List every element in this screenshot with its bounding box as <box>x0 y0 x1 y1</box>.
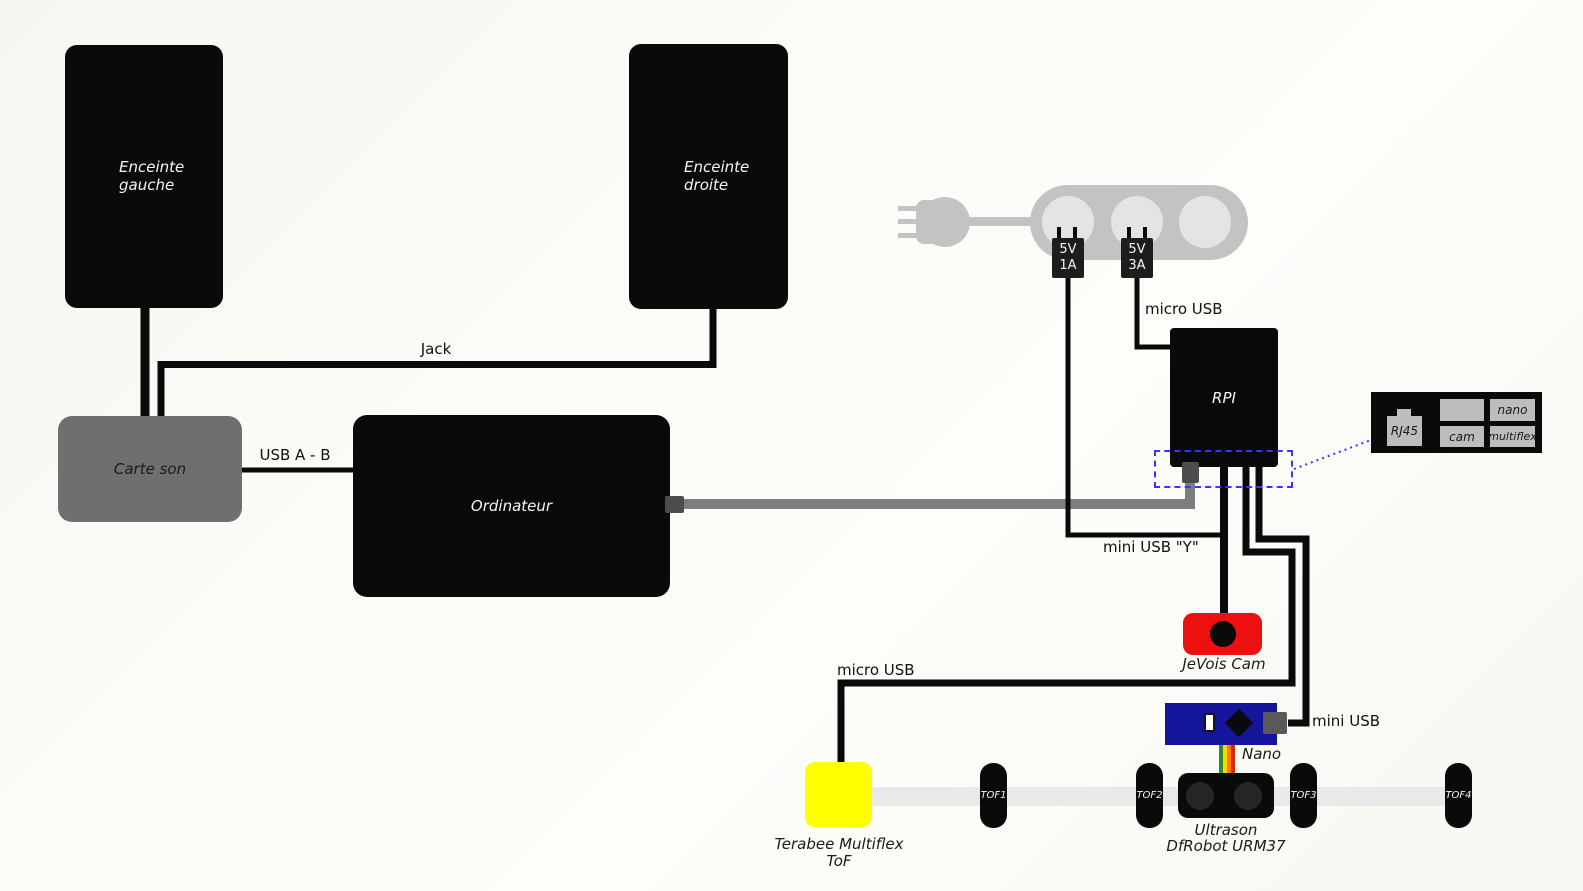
jevois-label: JeVois Cam <box>1182 655 1266 673</box>
wire-speaker-right-jack <box>157 307 717 420</box>
wire-computer-rpi-usb <box>684 480 1195 509</box>
plug-prong <box>898 219 924 224</box>
micro-usb-rpi-wire-label: micro USB <box>1145 300 1223 318</box>
legend-nano-label: nano <box>1497 403 1528 417</box>
wire-rpi-nano-mini-usb <box>1255 464 1310 727</box>
power-socket <box>1179 196 1231 248</box>
rj45-port-tab <box>1397 409 1411 417</box>
terabee-label-line1: Terabee Multiflex <box>774 835 904 853</box>
tof1-sensor: TOF1 <box>980 763 1007 828</box>
power-adapter-5v-3a: 5V 3A <box>1121 238 1153 278</box>
adapter-voltage: 5V <box>1128 242 1146 257</box>
usb-port-cam: cam <box>1440 426 1484 447</box>
speaker-right-label-line2: droite <box>684 175 729 194</box>
rpi-usb-connector <box>1182 462 1199 483</box>
mini-usb-y-wire-label: mini USB "Y" <box>1103 538 1199 556</box>
jevois-cam <box>1183 613 1262 655</box>
usb-port-nano: nano <box>1490 399 1535 421</box>
sensor-rail <box>868 787 1470 806</box>
ultrason-label-line2: DfRobot URM37 <box>1166 837 1286 855</box>
adapter-voltage: 5V <box>1059 242 1077 257</box>
ribbon-wire-yellow <box>1223 745 1227 775</box>
usb-a-b-wire-label: USB A - B <box>259 446 331 464</box>
rj45-port: RJ45 <box>1387 416 1422 446</box>
wire-rpi-terabee-micro-usb <box>837 464 1296 764</box>
adapter-current: 3A <box>1128 258 1146 273</box>
jevois-lens <box>1210 621 1236 647</box>
rpi-ports-legend: RJ45 nano cam multiflex <box>1371 392 1542 453</box>
legend-multiflex-label: multiflex <box>1488 430 1537 443</box>
ultrason-label-line1: Ultrason <box>1194 821 1258 839</box>
legend-callout-line <box>1293 439 1372 470</box>
speaker-left: Enceinte gauche <box>65 45 223 308</box>
ribbon-wire-green <box>1219 745 1223 775</box>
mini-usb-nano-wire-label: mini USB <box>1312 712 1381 730</box>
tof4-sensor: TOF4 <box>1445 763 1472 828</box>
raspberry-pi: RPI <box>1170 328 1278 467</box>
adapter-prong <box>1057 227 1061 239</box>
legend-cam-label: cam <box>1449 429 1475 444</box>
nano-label: Nano <box>1242 745 1282 763</box>
rj45-label: RJ45 <box>1390 424 1419 438</box>
speaker-right-label-line1: Enceinte <box>684 158 750 176</box>
sound-card: Carte son <box>58 416 242 522</box>
ultrasound-transducer <box>1234 782 1262 810</box>
wire-5v3a-micro-usb <box>1134 276 1172 350</box>
ultrasound-transducer <box>1186 782 1214 810</box>
sound-card-label: Carte son <box>113 460 187 478</box>
tof1-label: TOF1 <box>980 790 1007 801</box>
nano-button <box>1204 713 1215 732</box>
speaker-left-label-line1: Enceinte <box>119 158 185 176</box>
speaker-right: Enceinte droite <box>629 44 788 309</box>
tof2-label: TOF2 <box>1136 790 1163 801</box>
tof2-sensor: TOF2 <box>1136 763 1163 828</box>
power-cord <box>956 217 1034 226</box>
jack-wire-label: Jack <box>420 340 452 358</box>
wire-5v1a-power <box>1065 276 1226 538</box>
terabee-label-line2: ToF <box>826 852 852 870</box>
computer-usb-connector <box>665 496 684 513</box>
nano-mini-usb-connector <box>1263 712 1287 734</box>
tof3-sensor: TOF3 <box>1290 763 1317 828</box>
computer: Ordinateur <box>353 415 670 597</box>
adapter-current: 1A <box>1059 258 1077 273</box>
nano-chip <box>1224 708 1254 738</box>
tof3-label: TOF3 <box>1290 790 1317 801</box>
adapter-prong <box>1073 227 1077 239</box>
rpi-label: RPI <box>1212 388 1236 407</box>
rpi-ports-callout-rect <box>1154 450 1293 488</box>
plug-prong <box>898 233 924 238</box>
tof4-label: TOF4 <box>1445 790 1472 801</box>
arduino-nano <box>1165 703 1277 745</box>
computer-label: Ordinateur <box>470 497 553 515</box>
adapter-prong <box>1143 227 1147 239</box>
power-adapter-5v-1a: 5V 1A <box>1052 238 1084 278</box>
ribbon-wire-orange <box>1227 745 1231 775</box>
terabee-multiflex <box>805 762 872 827</box>
usb-port-multiflex: multiflex <box>1488 426 1537 447</box>
micro-usb-terabee-wire-label: micro USB <box>837 661 915 679</box>
ribbon-wire-red <box>1231 745 1235 775</box>
plug-prong <box>898 206 924 211</box>
ultrasound-sensor <box>1178 773 1274 818</box>
speaker-left-label-line2: gauche <box>119 175 175 194</box>
usb-port-blank <box>1440 399 1484 421</box>
adapter-prong <box>1127 227 1131 239</box>
